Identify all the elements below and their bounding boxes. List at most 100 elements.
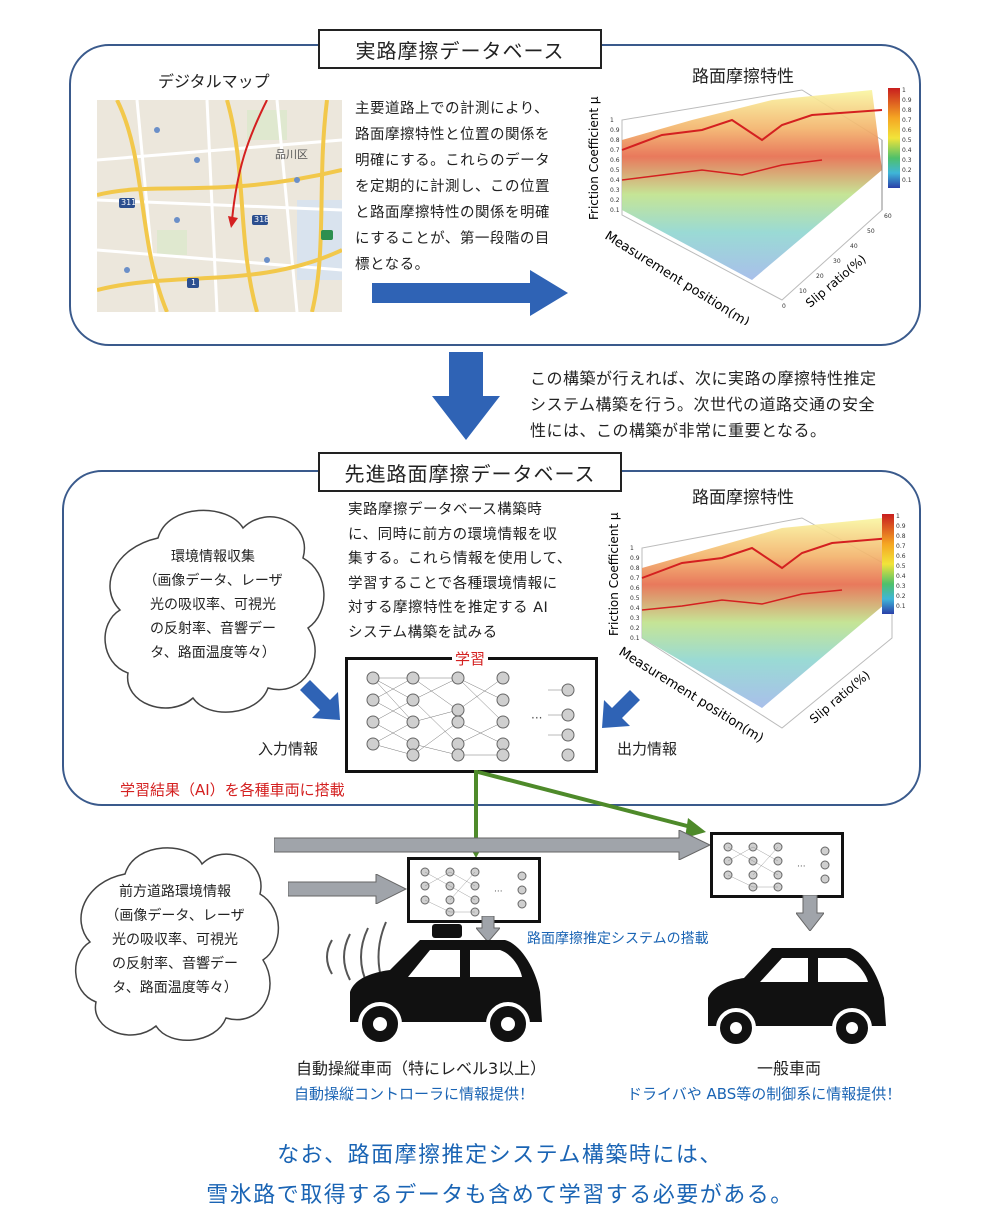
svg-text:0.9: 0.9 [896, 523, 906, 530]
down-arrow [432, 352, 500, 440]
svg-text:0.3: 0.3 [630, 615, 640, 622]
env-info-cloud [104, 509, 325, 713]
map-route-318: 318 [254, 215, 270, 224]
svg-text:0.2: 0.2 [902, 167, 912, 174]
neural-network-box: ··· [345, 657, 598, 773]
system-install-label: 路面摩擦推定システムの搭載 [527, 931, 709, 947]
svg-text:0.6: 0.6 [630, 585, 640, 592]
svg-text:0.2: 0.2 [610, 197, 620, 204]
svg-text:0.3: 0.3 [896, 583, 906, 590]
advanced-db-title: 先進路面摩擦データベース [318, 452, 622, 492]
output-arrow [602, 690, 640, 728]
svg-text:0.6: 0.6 [896, 553, 906, 560]
top-description: 主要道路上での計測により、 路面摩擦特性と位置の関係を 明確にする。これらのデー… [355, 101, 551, 273]
advanced-plot-title: 路面摩擦特性 [692, 488, 794, 508]
svg-text:0.1: 0.1 [902, 177, 912, 184]
svg-text:0.6: 0.6 [902, 127, 912, 134]
svg-text:0.8: 0.8 [902, 107, 912, 114]
top-z-axis-label: Friction Coefficient μ [587, 96, 601, 220]
gray-short-arrow [288, 874, 408, 904]
advanced-description: 実路摩擦データベース構築時 に、同時に前方の環境情報を収 集する。これら情報を使… [348, 502, 572, 641]
svg-text:···: ··· [494, 887, 503, 897]
bottom-note: なお、路面摩擦推定システム構築時には、 雪氷路で取得するデータも含めて学習する必… [206, 1143, 794, 1208]
svg-text:0.7: 0.7 [630, 575, 640, 582]
input-arrow [300, 680, 340, 720]
learning-label: 学習 [452, 648, 489, 669]
input-info-label: 入力情報 [258, 740, 319, 758]
svg-text:0.2: 0.2 [630, 625, 640, 632]
learning-result-label: 学習結果（AI）を各種車両に搭載 [120, 781, 345, 799]
advanced-colorbar [882, 514, 894, 614]
gray-long-arrow [274, 830, 712, 860]
svg-text:···: ··· [531, 711, 542, 725]
advanced-y-axis-label: Slip ratio(%) [807, 668, 873, 726]
svg-text:1: 1 [610, 117, 614, 124]
svg-text:40: 40 [850, 243, 858, 250]
svg-text:30: 30 [833, 258, 841, 265]
svg-text:0.9: 0.9 [902, 97, 912, 104]
svg-text:0.5: 0.5 [902, 137, 912, 144]
real-road-db-title: 実路摩擦データベース [318, 29, 602, 69]
auto-vehicle-label: 自動操縦車両（特にレベル3以上） [296, 1059, 547, 1078]
neural-network-diagram: ··· [366, 671, 575, 762]
map-route-311: 311 [121, 198, 137, 207]
output-info-label: 出力情報 [617, 740, 678, 758]
svg-text:0.7: 0.7 [610, 147, 620, 154]
front-env-cloud-text: 前方道路環境情報 （画像データ、レーザ 光の吸収率、可視光 の反射率、音響デー … [105, 884, 245, 996]
general-down-arrow [796, 895, 824, 931]
svg-text:10: 10 [799, 288, 807, 295]
svg-text:20: 20 [816, 273, 824, 280]
svg-text:0.4: 0.4 [902, 147, 912, 154]
general-vehicle-sub: ドライバや ABS等の制御系に情報提供！ [627, 1085, 902, 1103]
svg-text:0.8: 0.8 [896, 533, 906, 540]
env-info-cloud-text: 環境情報収集 （画像データ、レーザ 光の吸収率、可視光 の反射率、音響デー タ、… [143, 549, 283, 661]
svg-text:0.4: 0.4 [896, 573, 906, 580]
svg-text:0.3: 0.3 [902, 157, 912, 164]
svg-text:0: 0 [782, 303, 786, 310]
svg-text:0.4: 0.4 [610, 177, 620, 184]
svg-text:0.5: 0.5 [630, 595, 640, 602]
middle-note: この構築が行えれば、次に実路の摩擦特性推定 システム構築を行う。次世代の道路交通… [530, 369, 877, 440]
svg-text:0.8: 0.8 [610, 137, 620, 144]
svg-text:1: 1 [902, 87, 906, 94]
vehicle-nn-diagram-general: ··· [723, 842, 830, 892]
svg-text:0.1: 0.1 [610, 207, 620, 214]
advanced-friction-plot: 1 0.9 0.8 0.7 0.6 0.5 0.4 0.3 0.2 0.1 1 … [607, 512, 906, 746]
svg-text:0.3: 0.3 [610, 187, 620, 194]
svg-text:···: ··· [797, 862, 806, 872]
svg-text:0.1: 0.1 [630, 635, 640, 642]
general-vehicle-label: 一般車両 [757, 1059, 822, 1078]
svg-text:0.9: 0.9 [610, 127, 620, 134]
digital-map-label: デジタルマップ [158, 72, 270, 91]
top-friction-plot: 1 0.9 0.8 0.7 0.6 0.5 0.4 0.3 0.2 0.1 1 … [587, 87, 912, 325]
map-roads [97, 100, 342, 312]
vehicle-nn-box-auto: ··· [407, 857, 541, 923]
map-place-label: 品川区 [275, 148, 308, 161]
map-route-1: 1 [191, 278, 197, 287]
svg-text:0.5: 0.5 [610, 167, 620, 174]
svg-text:0.4: 0.4 [630, 605, 640, 612]
svg-text:0.7: 0.7 [902, 117, 912, 124]
svg-text:60: 60 [884, 213, 892, 220]
advanced-z-axis-label: Friction Coefficient μ [607, 512, 621, 636]
vehicle-nn-box-general: ··· [710, 832, 844, 898]
svg-text:0.7: 0.7 [896, 543, 906, 550]
autonomous-car-icon [350, 924, 542, 1046]
svg-text:0.8: 0.8 [630, 565, 640, 572]
svg-text:0.6: 0.6 [610, 157, 620, 164]
top-right-arrow [372, 270, 568, 316]
digital-map: 品川区 311 318 1 [97, 100, 342, 312]
svg-text:0.2: 0.2 [896, 593, 906, 600]
svg-text:1: 1 [630, 545, 634, 552]
svg-text:50: 50 [867, 228, 875, 235]
general-car-icon [708, 948, 886, 1048]
top-plot-title: 路面摩擦特性 [692, 67, 794, 87]
auto-down-arrow [476, 916, 500, 942]
auto-vehicle-sub: 自動操縦コントローラに情報提供！ [294, 1085, 535, 1103]
svg-text:0.9: 0.9 [630, 555, 640, 562]
svg-text:0.5: 0.5 [896, 563, 906, 570]
front-env-cloud [75, 847, 280, 1042]
vehicle-nn-diagram-auto: ··· [420, 867, 527, 917]
svg-text:1: 1 [896, 513, 900, 520]
svg-text:0.1: 0.1 [896, 603, 906, 610]
